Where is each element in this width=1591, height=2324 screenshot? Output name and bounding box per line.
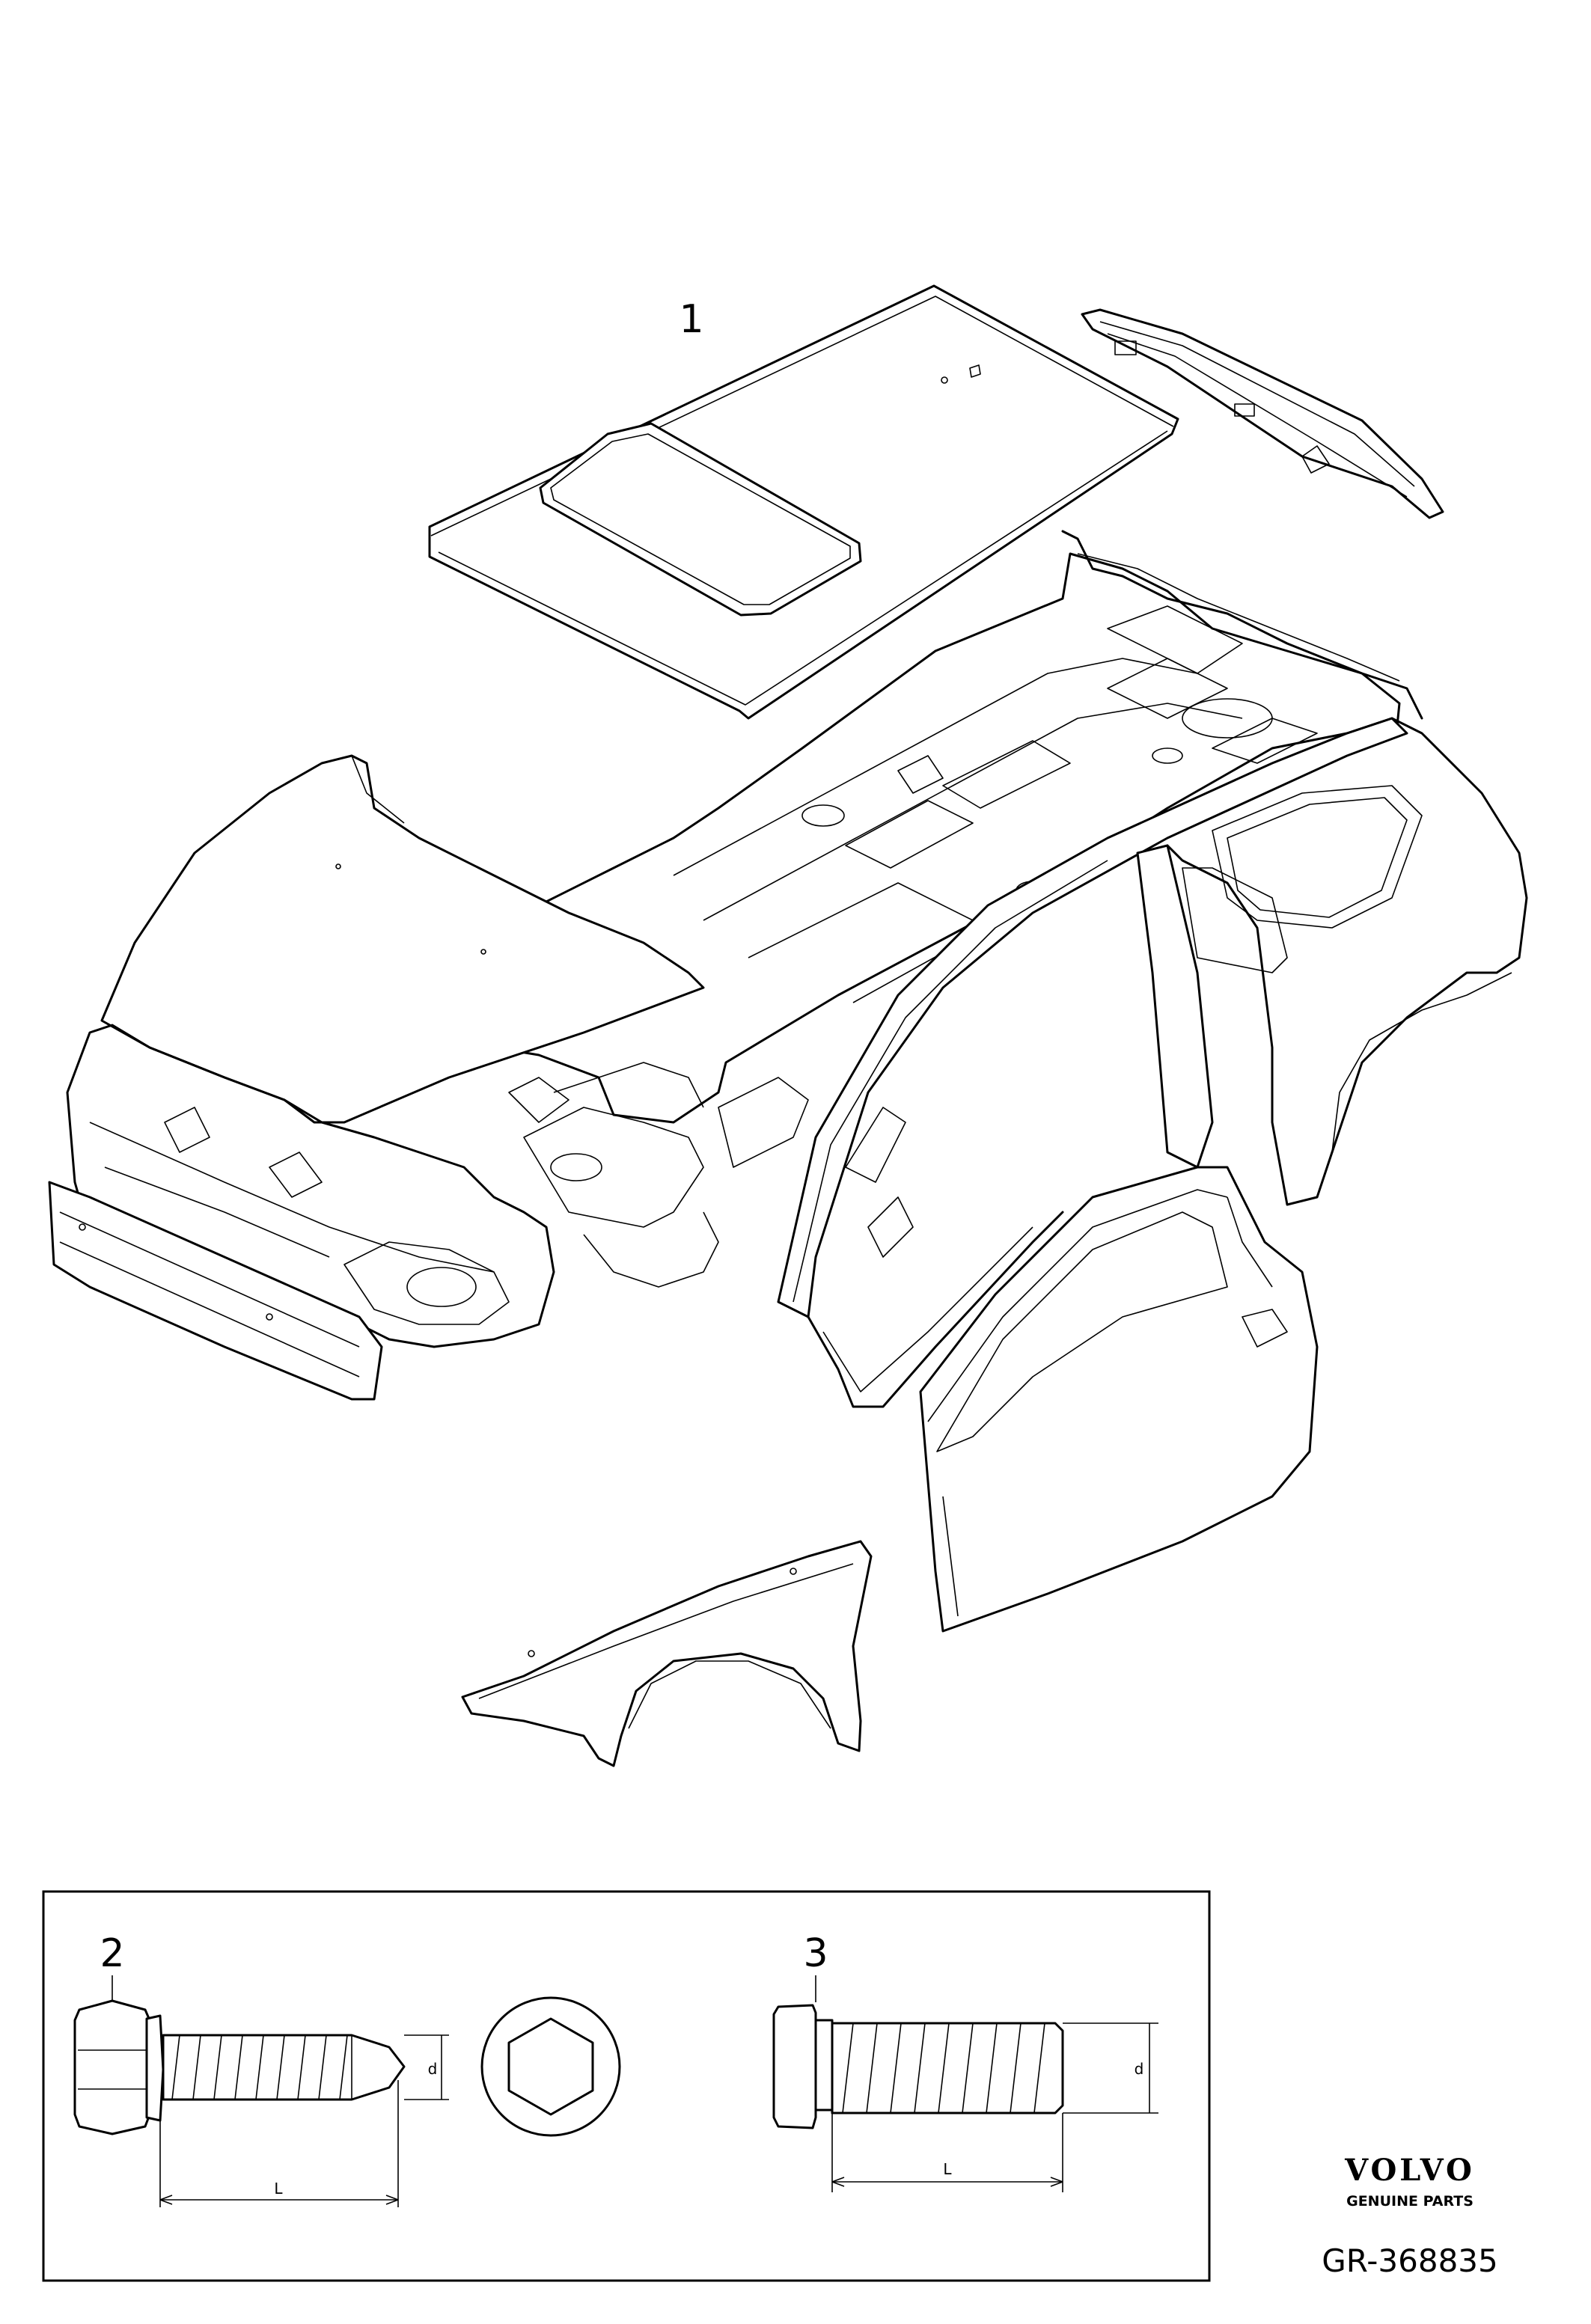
diagram-reference: GR-368835	[1322, 2242, 1498, 2279]
brand-logo: VOLVO GENUINE PARTS	[1344, 2153, 1475, 2210]
front-structure	[48, 1024, 809, 1401]
callout-flange-bolt: 2	[100, 1931, 124, 1976]
hood	[100, 754, 705, 1124]
dim-screw-length: L	[943, 2160, 952, 2178]
body-shell	[298, 530, 1528, 1408]
hardware-detail-frame	[42, 1890, 1211, 2282]
flange-bolt: 2 d L	[73, 1931, 449, 2207]
brand-name: VOLVO	[1344, 2153, 1475, 2188]
screw: 3 d L	[772, 1931, 1158, 2192]
dim-screw-diameter: d	[1135, 2060, 1144, 2078]
bolt-head-end-view	[480, 1996, 621, 2137]
dim-bolt-diameter: d	[428, 2060, 438, 2078]
callout-screw: 3	[803, 1931, 828, 1976]
brand-tagline: GENUINE PARTS	[1346, 2193, 1474, 2210]
callout-roof-panel: 1	[679, 297, 703, 342]
roof-panel	[428, 284, 1179, 720]
front-door	[919, 1166, 1319, 1633]
dim-bolt-length: L	[274, 2180, 283, 2198]
rear-spoiler	[1081, 308, 1444, 519]
front-fender	[461, 1540, 873, 1767]
